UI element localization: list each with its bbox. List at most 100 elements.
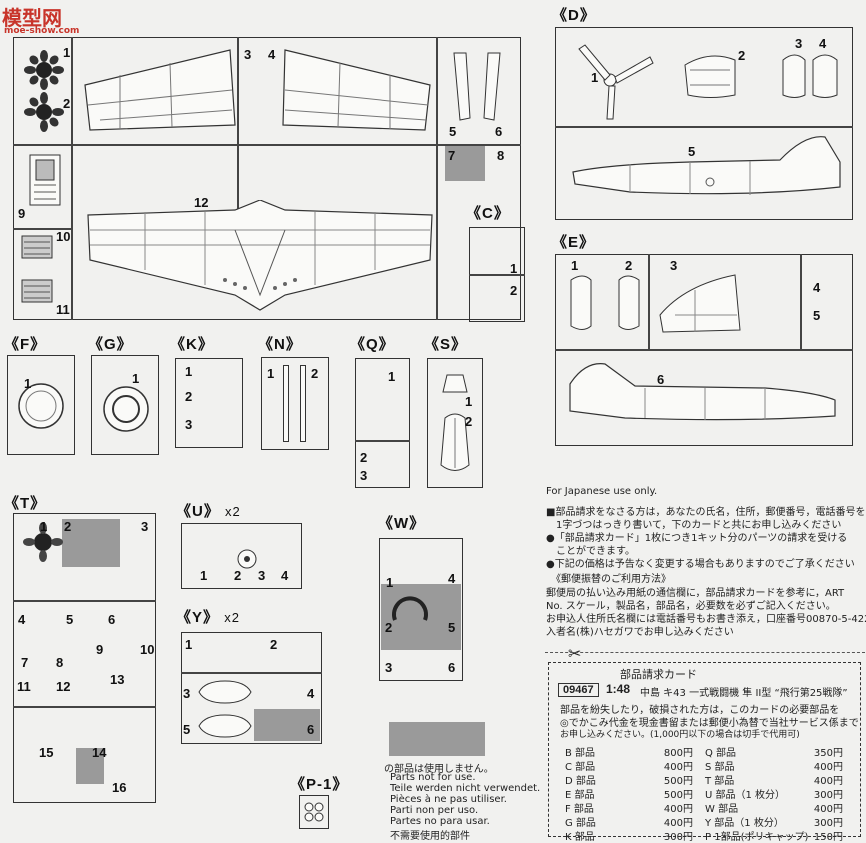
sprue-t-num-4: 4: [18, 612, 26, 627]
sprue-t-num-7: 7: [21, 655, 29, 670]
price-value: 500円: [663, 790, 693, 801]
part-num-4: 4: [268, 47, 276, 62]
price-part: G 部品: [565, 818, 596, 829]
part-num-12: 12: [194, 195, 209, 210]
sprue-u-frame: [181, 523, 302, 589]
sprue-y-num-6: 6: [307, 722, 315, 737]
sprue-g-frame: [91, 355, 159, 455]
price-value: 400円: [813, 762, 843, 773]
japanese-info-line-6: 《郵便振替のご利用方法》: [546, 574, 671, 585]
sprue-n-num-2: 2: [311, 366, 319, 381]
price-value: 300円: [663, 832, 693, 843]
part-num-7: 7: [448, 148, 456, 163]
sprue-e-num-5: 5: [813, 308, 821, 323]
sprue-c-num-2: 2: [510, 283, 518, 298]
section-e-label: 《E》: [552, 234, 596, 251]
japanese-info-heading: For Japanese use only.: [546, 486, 658, 497]
not-used-de: Teile werden nicht verwendet.: [390, 783, 541, 794]
sprue-e-num-4: 4: [813, 280, 821, 295]
not-used-zh: 不需要使用的部件: [390, 831, 470, 842]
art-number: 09467: [558, 683, 599, 697]
sprue-w-num-5: 5: [448, 620, 456, 635]
parts-10-11: [21, 235, 53, 303]
cowl-halves-e1-e2: [570, 275, 640, 330]
sprue-t-num-12: 12: [56, 679, 71, 694]
price-value: 400円: [813, 804, 843, 815]
section-d-label: 《D》: [552, 7, 596, 24]
canopy-s: [440, 374, 470, 471]
sprue-d-frame: [555, 27, 853, 220]
sprue-u-num-4: 4: [281, 568, 289, 583]
sprue-y-num-5: 5: [183, 722, 191, 737]
drop-tank-y3: [198, 680, 252, 704]
wheel-u1: [237, 549, 257, 569]
engine-part-1: [24, 50, 64, 90]
part-num-10: 10: [56, 229, 71, 244]
price-row-r-1: S 部品 400円: [705, 758, 843, 773]
price-part: S 部品: [705, 762, 735, 773]
japanese-info-line-9: お申込人住所氏名欄には電話番号もお書き添え，口座番号00870-5-42287，…: [546, 614, 866, 625]
section-k-label: 《K》: [170, 336, 214, 353]
not-used-en: Parts not for use.: [390, 772, 476, 783]
price-row-r-5: Y 部品（1 枚分）300円: [705, 814, 843, 829]
ring-f1: [18, 383, 64, 429]
sprue-t-num-6: 6: [108, 612, 116, 627]
main-sprue-frame: [13, 37, 521, 320]
section-g-label: 《G》: [88, 336, 133, 353]
part-num-1: 1: [63, 45, 71, 60]
polycaps-p1: [304, 802, 324, 822]
sprue-t-num-14: 14: [92, 745, 107, 760]
price-part: C 部品: [565, 762, 596, 773]
price-row-r-3: U 部品（1 枚分）300円: [705, 786, 843, 801]
sprue-g-num-1: 1: [132, 371, 140, 386]
watermark-logo: 模型网: [2, 6, 62, 30]
lower-wing-part-12: [87, 200, 433, 311]
price-part: Y 部品（1 枚分）: [705, 818, 784, 829]
sprue-t-num-9: 9: [96, 642, 104, 657]
not-used-y6: [254, 709, 320, 741]
price-part: W 部品: [705, 804, 739, 815]
japanese-info-line-7: 郵便局の払い込み用紙の通信欄に，部品請求カードを参考に，ART: [546, 588, 845, 599]
sprue-y-num-4: 4: [307, 686, 315, 701]
section-w-label: 《W》: [378, 515, 426, 532]
sprue-t-num-5: 5: [66, 612, 74, 627]
section-f-label: 《F》: [4, 336, 47, 353]
section-t-label: 《T》: [4, 495, 47, 512]
not-used-t2: [62, 519, 120, 567]
sprue-q-frame: [355, 358, 410, 488]
japanese-info-line-3: ●「部品請求カード」1枚につき1キット分のパーツの請求を受ける: [546, 533, 848, 544]
sprue-k-num-1: 1: [185, 364, 193, 379]
price-value: 150円: [813, 832, 843, 843]
scale: 1:48: [606, 682, 631, 696]
sprue-d-num-5: 5: [688, 144, 696, 159]
tail-fin-e3: [659, 274, 741, 333]
section-p1-label: 《P-1》: [290, 776, 349, 793]
section-s-label: 《S》: [424, 336, 468, 353]
card-body-3: お申し込みください。(1,000円以下の場合は切手で代用可): [560, 730, 800, 740]
card-body-1: 部品を紛失したり，破損された方は，このカードの必要部品を: [560, 705, 840, 716]
sprue-e-num-3: 3: [670, 258, 678, 273]
engine-t1: [23, 522, 63, 562]
price-row-r-6: P 1部品(ポリキャップ) 150円: [705, 828, 843, 843]
sprue-k-num-3: 3: [185, 417, 193, 432]
sprue-e-num-1: 1: [571, 258, 579, 273]
sprue-d-num-1: 1: [591, 70, 599, 85]
not-used-t14: [76, 748, 104, 784]
sprue-t-num-1: 1: [40, 519, 48, 534]
price-part: T 部品: [705, 776, 735, 787]
fuselage-d5: [572, 136, 841, 195]
sprue-w-frame: [379, 538, 463, 681]
product-name: 中島 キ43 一式戦闘機 隼 II型 “飛行第25戦隊”: [640, 688, 848, 699]
sprue-w-num-1: 1: [386, 575, 394, 590]
price-part: P 1部品(ポリキャップ): [705, 832, 809, 843]
part-num-11: 11: [56, 302, 70, 317]
not-used-ja: の部品は使用しません。: [384, 764, 494, 775]
engine-part-2: [24, 92, 64, 132]
scissors-icon: ✂: [568, 644, 582, 663]
sprue-t-frame: [13, 513, 156, 803]
price-value: 800円: [663, 748, 693, 759]
